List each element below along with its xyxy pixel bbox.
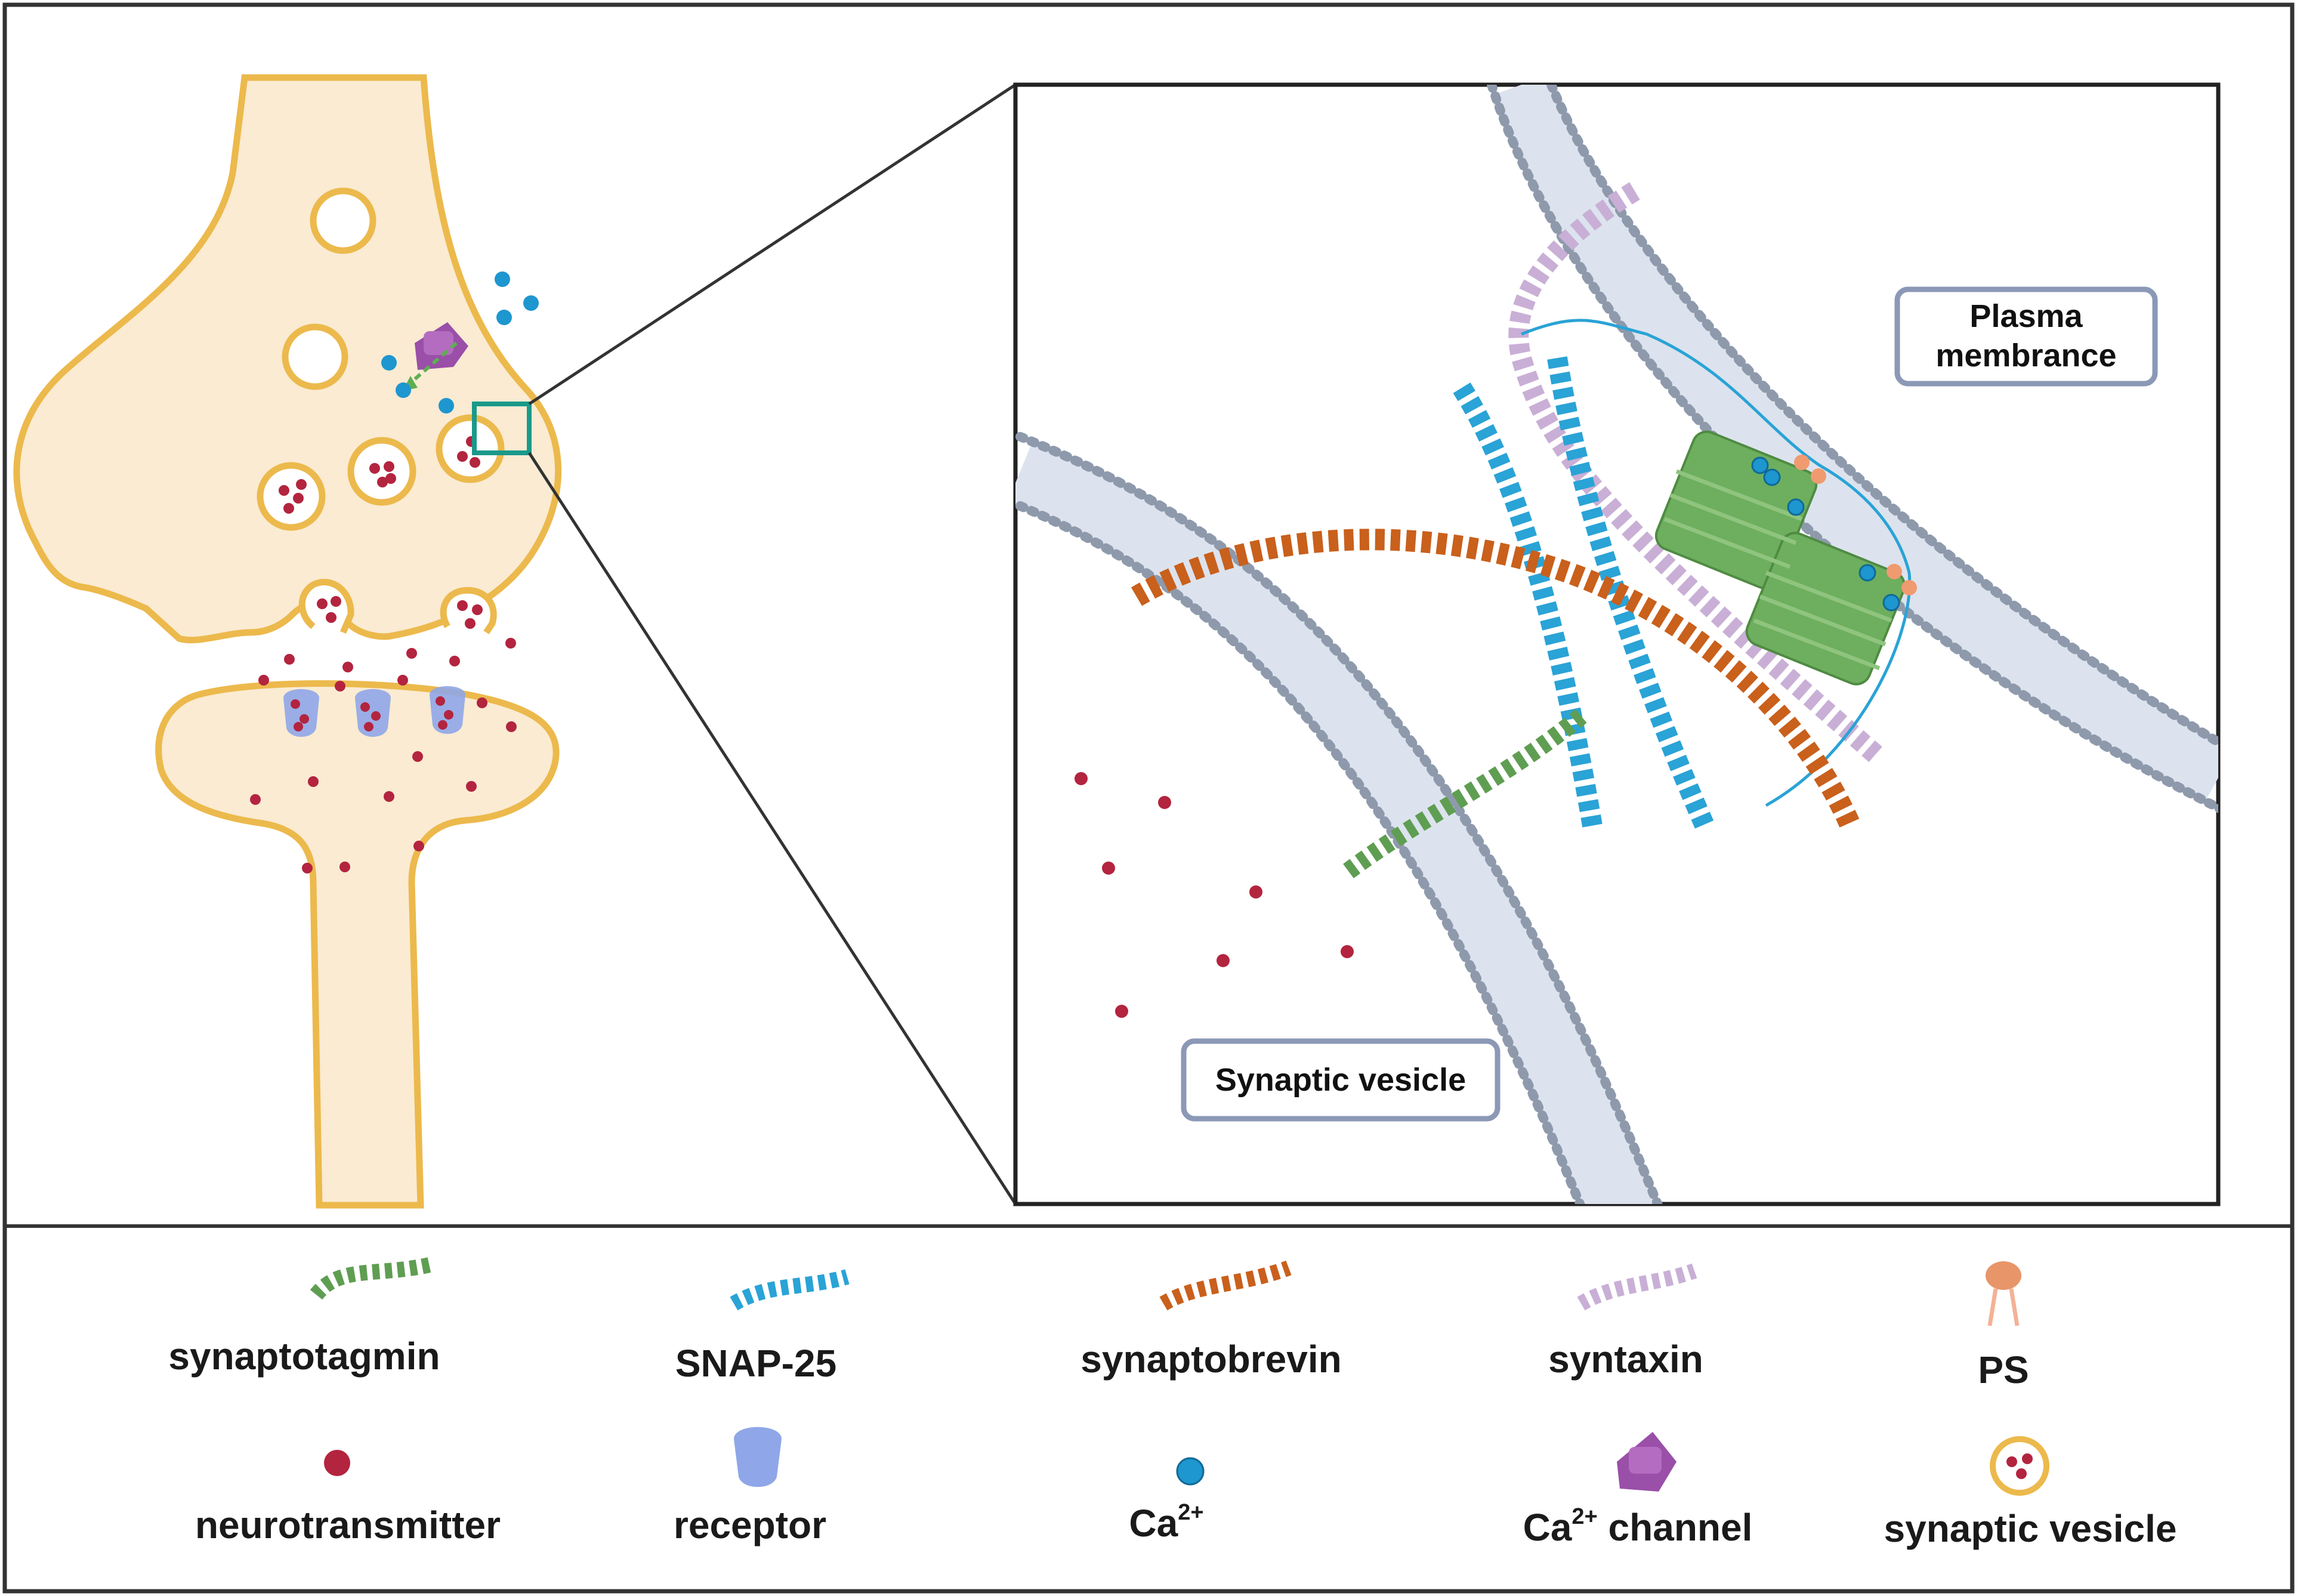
calcium-ions bbox=[381, 271, 539, 413]
zoom-line-bottom bbox=[527, 452, 1017, 1205]
vesicle-neurotransmitters bbox=[1075, 772, 1354, 1018]
vesicle-membrane bbox=[1015, 432, 1663, 1204]
synaptic-vesicle-empty bbox=[282, 323, 348, 390]
legend-syntaxin: syntaxin bbox=[1548, 1263, 1703, 1381]
synaptotagmin-c2-stripes bbox=[1663, 469, 1892, 671]
plasma-membrane-label: Plasma membrance bbox=[1894, 286, 2158, 387]
bound-calcium-ions bbox=[1751, 456, 1900, 612]
svg-text:neurotransmitter: neurotransmitter bbox=[195, 1504, 501, 1546]
ps-lipids bbox=[1794, 455, 1917, 595]
legend-snap25: SNAP-25 bbox=[675, 1269, 850, 1385]
syntaxin-helix bbox=[1508, 182, 1887, 765]
svg-text:synaptotagmin: synaptotagmin bbox=[168, 1335, 440, 1378]
svg-text:receptor: receptor bbox=[674, 1504, 826, 1546]
svg-text:Synaptic vesicle: Synaptic vesicle bbox=[1215, 1062, 1466, 1098]
legend-synaptotagmin: synaptotagmin bbox=[168, 1257, 440, 1378]
calcium-influx-arrow bbox=[410, 341, 458, 384]
zoom-line-top bbox=[528, 83, 1017, 406]
svg-text:Ca2+: Ca2+ bbox=[1129, 1500, 1203, 1545]
legend-receptor: receptor bbox=[674, 1427, 826, 1546]
legend-ca-channel: Ca2+ channel bbox=[1523, 1432, 1753, 1549]
receptor-icon bbox=[355, 689, 391, 737]
legend-ps: PS bbox=[1978, 1261, 2029, 1391]
ca-channel-icon bbox=[415, 322, 468, 370]
synaptic-vesicle-filled bbox=[347, 437, 416, 506]
legend: synaptotagmin SNAP-25 synaptobrevin synt… bbox=[168, 1257, 2177, 1550]
legend-calcium: Ca2+ bbox=[1129, 1457, 1205, 1545]
legend-synaptic-vesicle: synaptic vesicle bbox=[1884, 1436, 2177, 1550]
snap25-loop bbox=[1521, 319, 1912, 807]
zoom-region-box bbox=[472, 402, 532, 455]
svg-text:syntaxin: syntaxin bbox=[1548, 1338, 1703, 1381]
svg-text:PS: PS bbox=[1978, 1348, 2029, 1391]
svg-text:synaptic vesicle: synaptic vesicle bbox=[1884, 1507, 2177, 1550]
svg-text:Plasma: Plasma bbox=[1969, 298, 2083, 334]
cleft-neurotransmitters bbox=[250, 638, 517, 873]
receptor-icon bbox=[430, 686, 465, 734]
fusing-vesicle bbox=[440, 586, 497, 635]
legend-synaptobrevin: synaptobrevin bbox=[1080, 1260, 1342, 1381]
legend-neurotransmitter: neurotransmitter bbox=[195, 1450, 501, 1546]
svg-text:synaptobrevin: synaptobrevin bbox=[1080, 1338, 1341, 1381]
synaptic-vesicle-empty bbox=[310, 187, 376, 254]
synaptic-vesicle-filled bbox=[257, 462, 326, 531]
svg-text:membrance: membrance bbox=[1935, 338, 2116, 373]
fusing-vesicle bbox=[298, 579, 354, 634]
svg-text:SNAP-25: SNAP-25 bbox=[675, 1342, 836, 1385]
svg-text:Ca2+ channel: Ca2+ channel bbox=[1523, 1504, 1753, 1549]
receptor-icon bbox=[283, 689, 319, 737]
snap25-helix bbox=[1547, 356, 1716, 833]
synaptic-vesicle-label: Synaptic vesicle bbox=[1181, 1038, 1501, 1122]
synaptic-vesicle-filled bbox=[436, 414, 505, 483]
